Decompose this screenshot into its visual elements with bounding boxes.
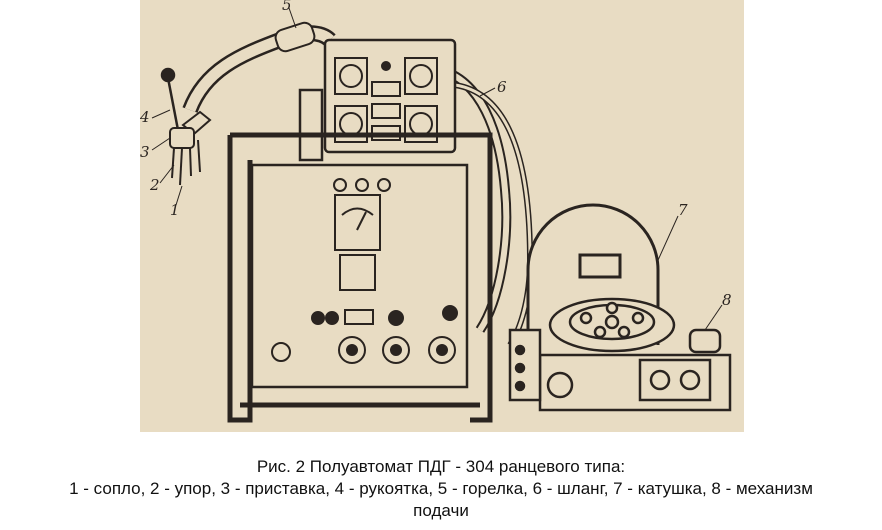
wire-spool-7 <box>548 297 676 353</box>
label-6: 6 <box>497 78 507 96</box>
label-5: 5 <box>282 0 292 14</box>
caption-legend: 1 - сопло, 2 - упор, 3 - приставка, 4 - … <box>69 479 813 498</box>
label-4: 4 <box>139 108 150 126</box>
caption-legend-continued: подачи <box>413 501 469 520</box>
label-1: 1 <box>170 201 180 219</box>
main-frame <box>227 132 493 423</box>
label-7: 7 <box>678 201 688 219</box>
hose-6 <box>182 25 534 347</box>
label-2: 2 <box>149 176 160 194</box>
feeder-base <box>508 328 732 412</box>
label-3: 3 <box>140 143 150 161</box>
leader-lines <box>151 7 723 331</box>
nozzle-attachment <box>169 127 201 186</box>
label-8: 8 <box>722 291 732 309</box>
handle-4 <box>160 67 180 131</box>
figure-caption: Рис. 2 Полуавтомат ПДГ - 304 ранцевого т… <box>0 456 882 522</box>
welding-machine-illustration: 1 2 3 4 5 6 7 8 <box>139 0 744 432</box>
control-box-dials <box>334 57 438 143</box>
cabinet-controls <box>271 305 458 364</box>
caption-title: Рис. 2 Полуавтомат ПДГ - 304 ранцевого т… <box>256 457 626 476</box>
figure-labels: 1 2 3 4 5 6 7 8 <box>139 0 732 309</box>
ammeter <box>333 178 391 291</box>
